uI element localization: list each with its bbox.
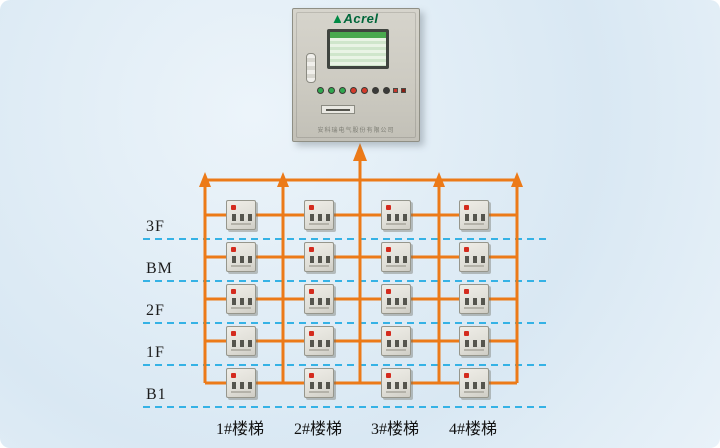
staircase-label: 1#楼梯: [215, 421, 264, 438]
floor-divider-line: [143, 406, 547, 408]
monitoring-module: [459, 200, 489, 230]
floor-divider-line: [143, 364, 547, 366]
floor-label: BM: [146, 260, 173, 277]
device-terminals-icon: [387, 340, 407, 347]
device-terminals-icon: [232, 340, 252, 347]
monitoring-module: [304, 200, 334, 230]
floor-label: 1F: [146, 344, 165, 361]
device-led-icon: [309, 205, 314, 210]
monitoring-module: [304, 326, 334, 356]
staircase-label: 2#楼梯: [293, 421, 342, 438]
device-terminals-icon: [387, 382, 407, 389]
device-terminals-icon: [232, 382, 252, 389]
device-terminals-icon: [387, 256, 407, 263]
device-terminals-icon: [310, 382, 330, 389]
monitoring-module: [381, 284, 411, 314]
screen-content: [330, 32, 386, 66]
monitoring-module: [226, 242, 256, 272]
monitoring-module: [459, 284, 489, 314]
arrow-up-icon: [199, 172, 211, 187]
device-terminals-icon: [387, 214, 407, 221]
monitoring-module: [381, 326, 411, 356]
panel-button-icon: [317, 87, 324, 94]
monitoring-cabinet: Acrel 安科瑞电气股份有限公司: [292, 8, 420, 142]
device-terminals-icon: [465, 340, 485, 347]
device-terminals-icon: [465, 214, 485, 221]
device-terminals-icon: [232, 214, 252, 221]
device-led-icon: [309, 331, 314, 336]
panel-button-icon: [350, 87, 357, 94]
device-terminals-icon: [387, 298, 407, 305]
staircase-label: 3#楼梯: [370, 421, 419, 438]
device-terminals-icon: [232, 298, 252, 305]
device-led-icon: [464, 373, 469, 378]
monitoring-module: [226, 326, 256, 356]
cabinet-screen: [327, 29, 389, 69]
panel-button-icon: [339, 87, 346, 94]
device-terminals-icon: [465, 382, 485, 389]
floor-divider-line: [143, 280, 547, 282]
device-terminals-icon: [310, 256, 330, 263]
device-led-icon: [231, 247, 236, 252]
monitoring-module: [381, 368, 411, 398]
device-led-icon: [464, 289, 469, 294]
panel-button-icon: [361, 87, 368, 94]
panel-indicator-icon: [393, 88, 398, 93]
device-led-icon: [231, 205, 236, 210]
monitoring-module: [226, 368, 256, 398]
floor-label: B1: [146, 386, 167, 403]
floor-label: 2F: [146, 302, 165, 319]
monitoring-module: [459, 368, 489, 398]
device-led-icon: [464, 331, 469, 336]
panel-button-icon: [328, 87, 335, 94]
device-led-icon: [386, 373, 391, 378]
device-led-icon: [309, 289, 314, 294]
device-led-icon: [231, 331, 236, 336]
device-led-icon: [231, 289, 236, 294]
arrow-up-icon: [353, 143, 367, 161]
device-led-icon: [386, 331, 391, 336]
device-terminals-icon: [465, 298, 485, 305]
staircase-label: 4#楼梯: [448, 421, 497, 438]
level-indicator: [306, 53, 316, 83]
monitoring-module: [226, 200, 256, 230]
floor-divider-line: [143, 238, 547, 240]
device-terminals-icon: [232, 256, 252, 263]
acrel-logo-icon: [333, 15, 342, 23]
device-led-icon: [309, 247, 314, 252]
device-led-icon: [231, 373, 236, 378]
monitoring-module: [304, 242, 334, 272]
device-led-icon: [464, 247, 469, 252]
arrow-up-icon: [433, 172, 445, 187]
panel-button-row: [317, 87, 390, 94]
floor-divider-line: [143, 322, 547, 324]
device-terminals-icon: [310, 214, 330, 221]
floor-label: 3F: [146, 218, 165, 235]
printer-slot-icon: [321, 105, 355, 114]
device-terminals-icon: [310, 340, 330, 347]
monitoring-module: [381, 200, 411, 230]
device-terminals-icon: [310, 298, 330, 305]
cabinet-footer-text: 安科瑞电气股份有限公司: [317, 128, 395, 134]
device-terminals-icon: [465, 256, 485, 263]
panel-button-icon: [372, 87, 379, 94]
monitoring-module: [381, 242, 411, 272]
device-led-icon: [386, 247, 391, 252]
arrow-up-icon: [511, 172, 523, 187]
device-led-icon: [309, 373, 314, 378]
brand-text: Acrel: [343, 11, 379, 26]
acrel-logo: Acrel: [293, 11, 419, 26]
monitoring-module: [304, 368, 334, 398]
monitoring-module: [304, 284, 334, 314]
monitoring-module: [226, 284, 256, 314]
monitoring-module: [459, 326, 489, 356]
device-led-icon: [386, 289, 391, 294]
device-led-icon: [386, 205, 391, 210]
arrow-up-icon: [277, 172, 289, 187]
device-led-icon: [464, 205, 469, 210]
panel-indicator-icon: [401, 88, 406, 93]
panel-indicator-row: [393, 88, 406, 93]
monitoring-module: [459, 242, 489, 272]
panel-button-icon: [383, 87, 390, 94]
